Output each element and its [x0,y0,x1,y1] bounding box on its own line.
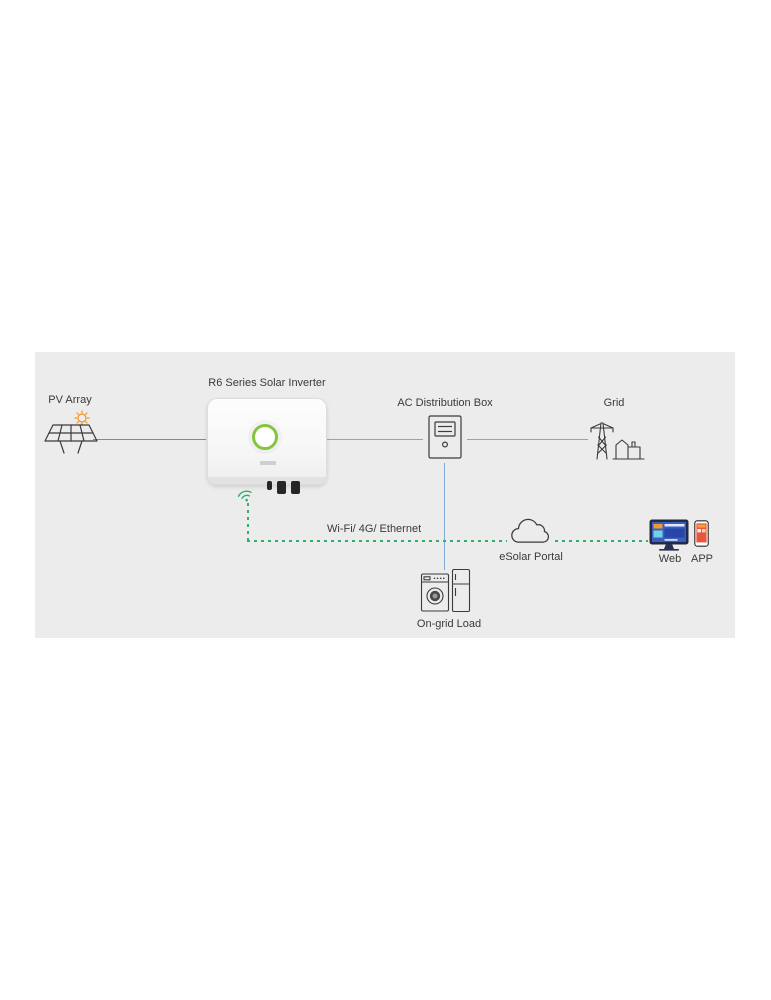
grid-label: Grid [603,397,625,409]
comm-link-label: Wi-Fi/ 4G/ Ethernet [327,523,422,535]
inverter-device [207,398,327,502]
power-grid-icon [586,415,646,461]
inverter-status-ring [252,424,278,450]
pv-to-inverter-line [93,439,206,440]
acbox-to-load-line [444,463,445,570]
cloud-icon [507,517,555,548]
inverter-to-acbox-line [327,439,423,440]
comm-dashed-line-to-cloud [247,540,507,542]
solar-panel-icon [40,410,102,458]
esolar-portal-label: eSolar Portal [499,551,563,563]
comm-dashed-line-to-devices [555,540,648,542]
comm-dashed-line-vertical [247,503,249,541]
pv-array-label: PV Array [48,394,92,406]
acbox-to-grid-line [467,439,588,440]
inverter-connector [267,481,272,490]
inverter-connector [277,481,286,494]
app-label: APP [690,553,713,565]
inverter-label: R6 Series Solar Inverter [208,377,326,389]
washing-machine-icon [420,571,450,614]
web-monitor-icon [649,519,691,552]
wifi-antenna-icon [233,483,258,506]
web-label: Web [658,553,682,565]
inverter-body [207,398,327,485]
ac-box-label: AC Distribution Box [397,397,493,409]
inverter-logo-mark [260,461,276,465]
on-grid-load-label: On-grid Load [416,618,482,630]
inverter-base-strip [208,477,326,484]
ac-distribution-box-icon [423,413,467,463]
app-phone-icon [694,520,709,547]
diagram-background-panel [35,352,735,638]
inverter-connector [291,481,300,494]
fridge-icon [451,568,471,614]
